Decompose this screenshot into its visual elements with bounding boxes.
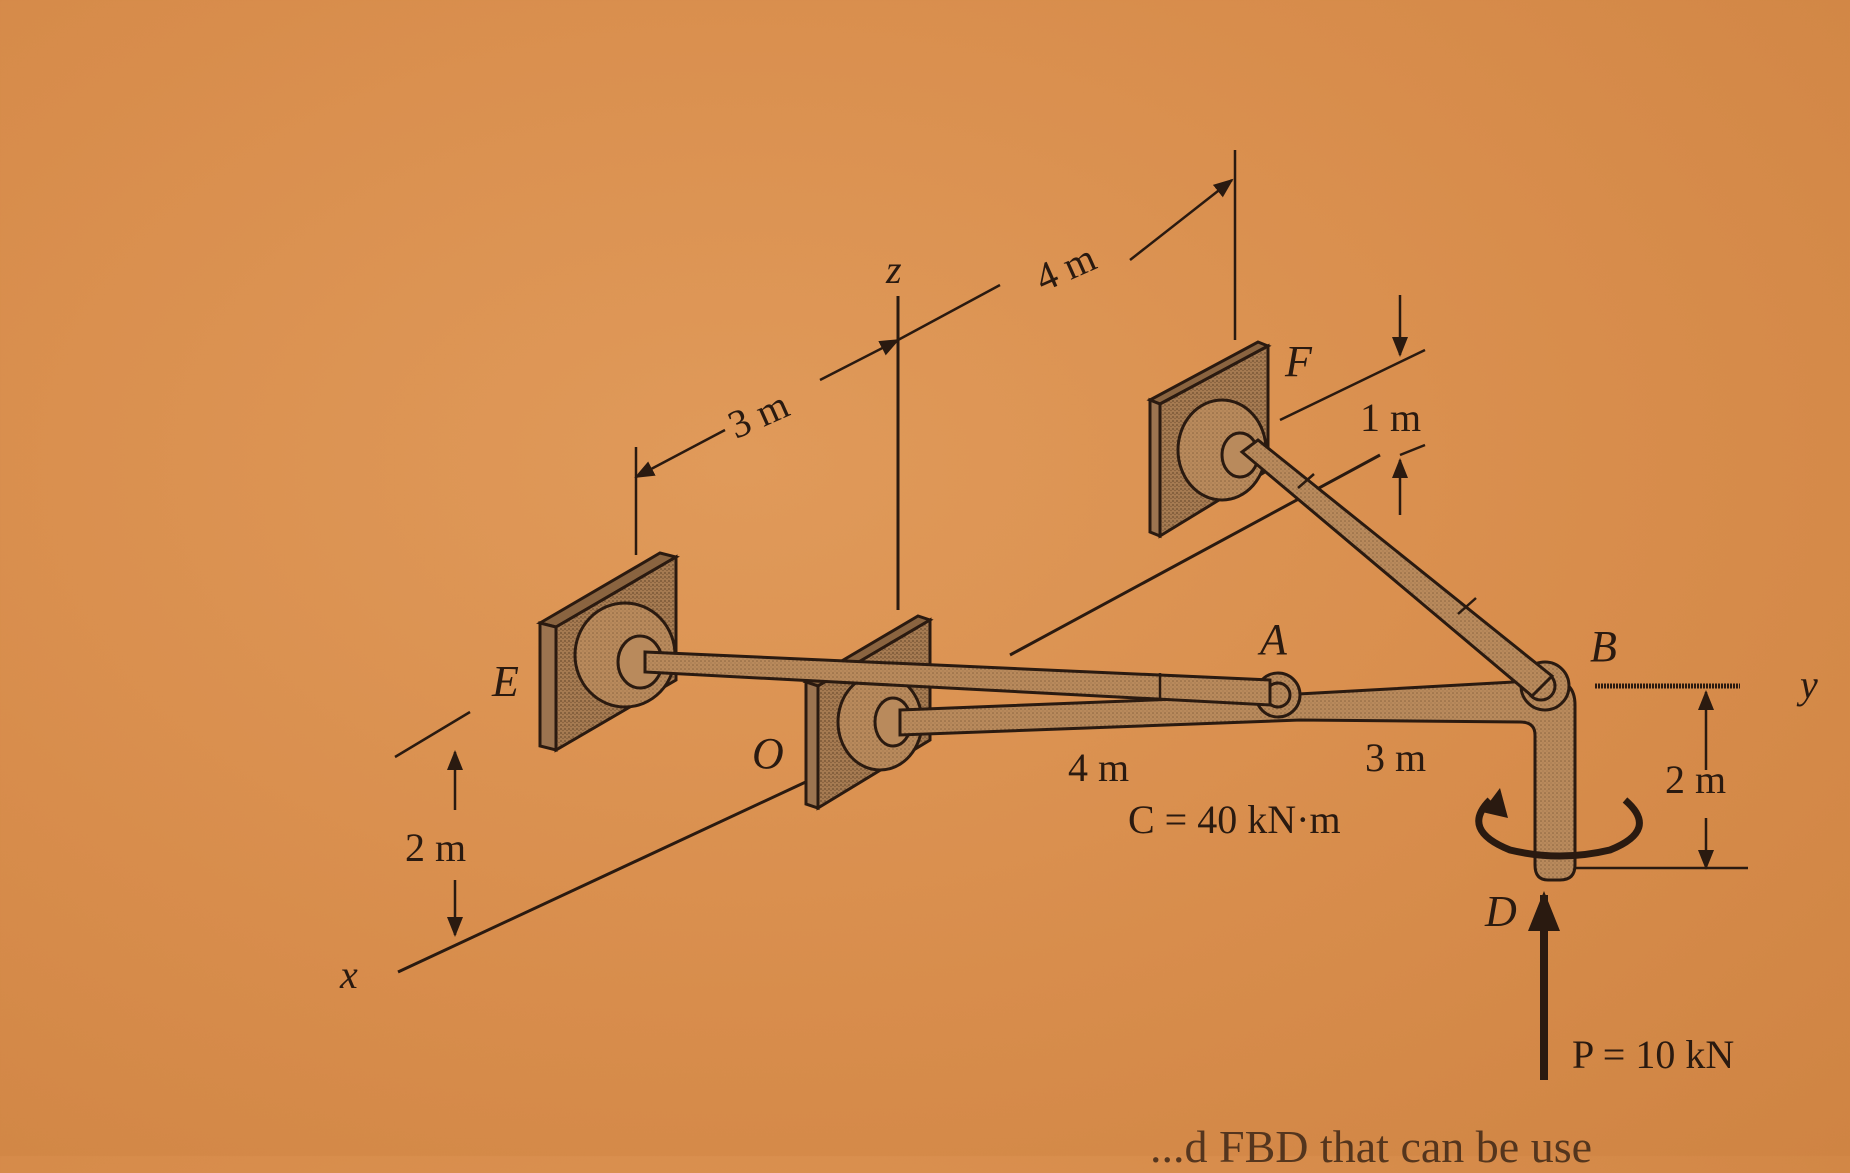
dimension-label-o-to-a: 4 m (1068, 745, 1130, 790)
dimension-label-f-height: 1 m (1360, 395, 1422, 440)
point-label-b: B (1590, 622, 1617, 671)
member-fb (1239, 438, 1555, 699)
support-plate-f (1146, 340, 1272, 539)
y-axis-label: y (1800, 662, 1818, 707)
dimension-label-e-height: 2 m (405, 825, 467, 870)
point-label-f: F (1285, 337, 1312, 386)
force-p-label: P = 10 kN (1572, 1032, 1735, 1077)
support-plate-e (536, 551, 680, 753)
point-label-d: D (1485, 887, 1517, 936)
couple-arrow (1475, 797, 1643, 860)
member-ea (643, 650, 1272, 707)
x-axis-label: x (340, 952, 358, 997)
x-axis-line (397, 778, 811, 974)
point-label-a: A (1260, 615, 1287, 664)
dimension-label-a-to-b: 3 m (1365, 735, 1427, 780)
couple-label: C = 40 kN·m (1128, 797, 1341, 842)
couple-arrowhead-icon (1482, 788, 1508, 818)
dimension-label-b-to-d: 2 m (1665, 757, 1727, 802)
z-axis-label: z (886, 247, 902, 292)
point-label-e: E (492, 657, 519, 706)
partial-caption-text: ...d FBD that can be use (1150, 1121, 1593, 1172)
dimension-lines (394, 150, 1748, 937)
point-label-o: O (752, 729, 784, 778)
